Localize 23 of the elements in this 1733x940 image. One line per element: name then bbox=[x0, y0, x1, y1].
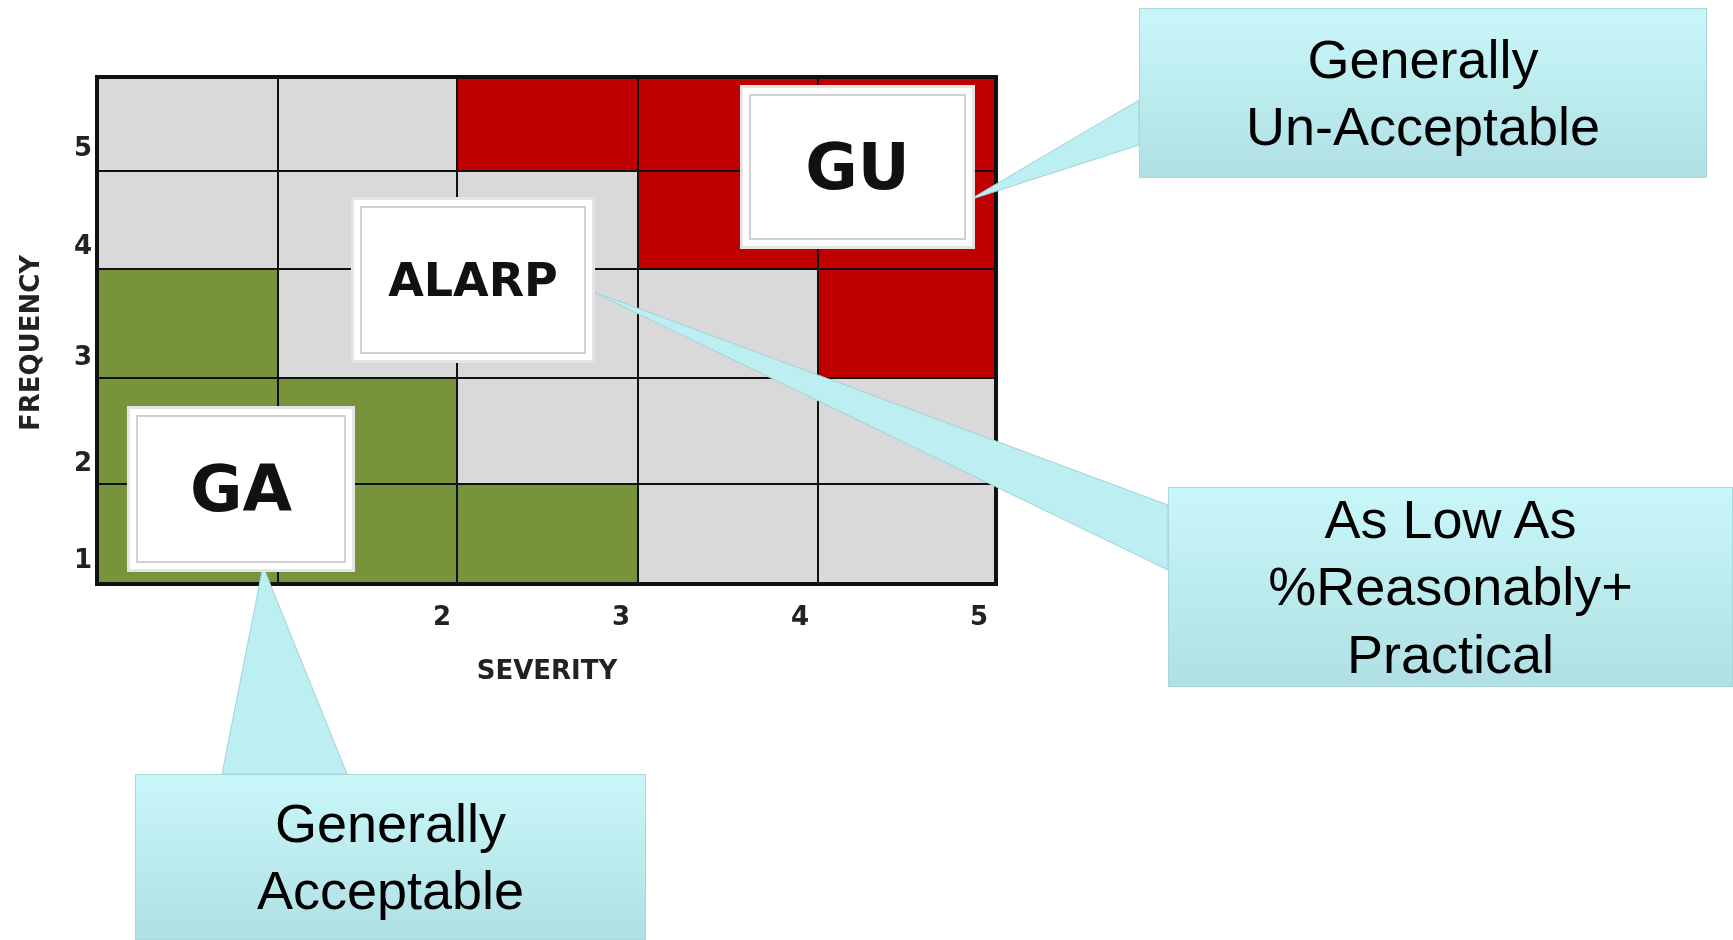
axis-tick-label: 4 bbox=[790, 601, 810, 631]
axis-title: FREQUENCY bbox=[15, 254, 45, 432]
rating-code: GA bbox=[189, 452, 293, 526]
rating-code: GU bbox=[805, 130, 910, 204]
axis-tick-label: 3 bbox=[73, 341, 93, 371]
callout-box bbox=[1168, 487, 1733, 687]
axis-tick-label: 3 bbox=[611, 601, 631, 631]
callout-text: Generally Un-Acceptable bbox=[1244, 27, 1602, 158]
callout-text: As Low As %Reasonably+ Practical bbox=[1267, 487, 1634, 686]
callout-text: Generally Acceptable bbox=[255, 791, 526, 922]
rating-label-box bbox=[127, 406, 355, 572]
rating-label-box bbox=[351, 197, 595, 363]
axis-tick-label: 1 bbox=[73, 544, 93, 574]
axis-tick-label: 2 bbox=[432, 601, 452, 631]
axis-tick-label: 4 bbox=[73, 230, 93, 260]
rating-label-box bbox=[740, 85, 975, 249]
callout-box bbox=[1139, 8, 1707, 178]
axis-tick-label: 2 bbox=[73, 447, 93, 477]
callout-box bbox=[135, 774, 646, 940]
axis-tick-label: 5 bbox=[73, 132, 93, 162]
rating-code: ALARP bbox=[388, 253, 558, 307]
axis-title: SEVERITY bbox=[476, 655, 618, 685]
axis-tick-label: 5 bbox=[969, 601, 989, 631]
